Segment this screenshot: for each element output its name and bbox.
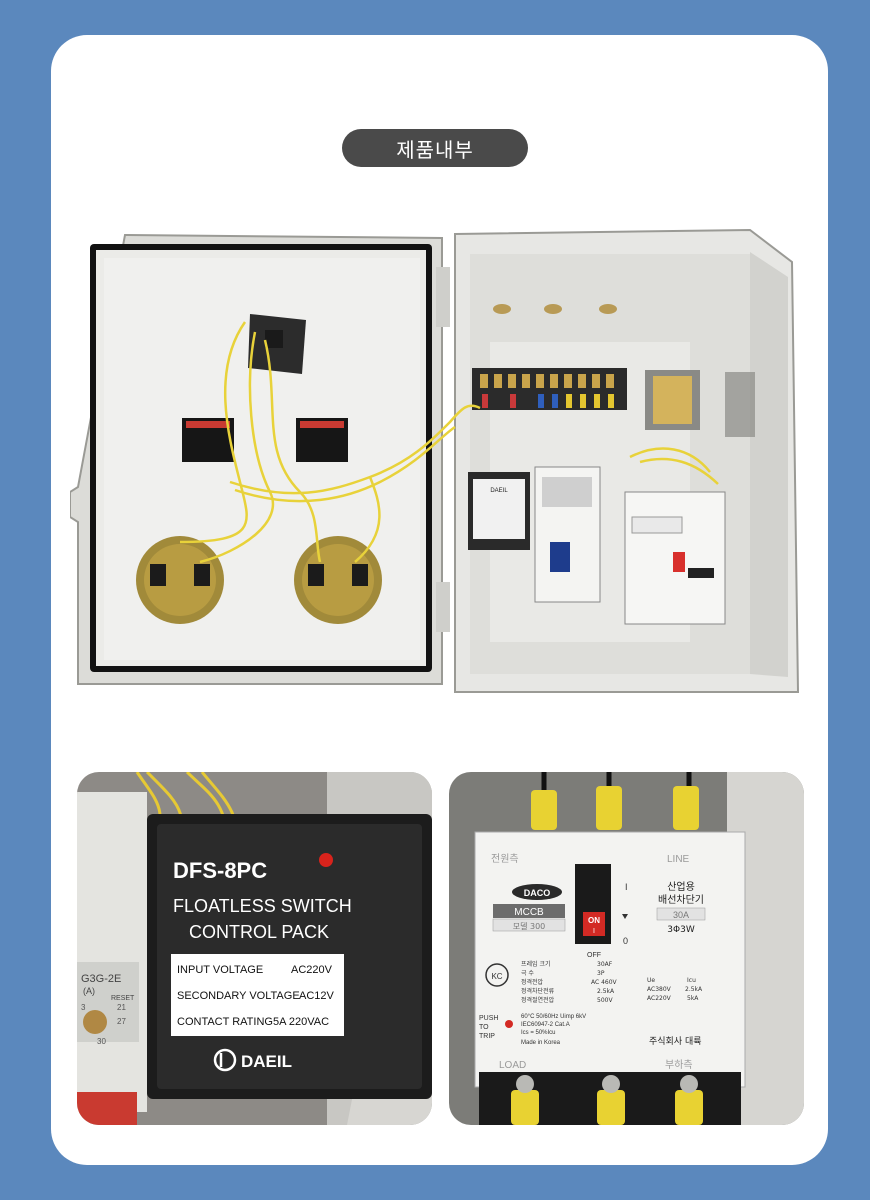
mccb-breaker bbox=[624, 491, 726, 625]
daeil-logo-icon bbox=[213, 1048, 237, 1072]
mccb-closeup-photo: 전원측 LINE DACO MCCB 모델 300 ON I I 0 OFF 산… bbox=[449, 772, 804, 1125]
kr-title-2: 배선차단기 bbox=[658, 894, 704, 906]
svg-text:KC: KC bbox=[491, 972, 502, 981]
ue-row-1: AC220V bbox=[647, 995, 672, 1002]
rating-phase: 3Φ3W bbox=[667, 925, 695, 935]
type-label: MCCB bbox=[514, 907, 544, 918]
trip-label: TRIP bbox=[479, 1033, 495, 1040]
maker-label: 주식회사 대륙 bbox=[649, 1036, 702, 1047]
relay-closeup-photo: G3G-2E (A) RESET 21 27 30 3 DFS-8PC FLOA… bbox=[77, 772, 432, 1125]
mark-o: 0 bbox=[623, 936, 628, 946]
std-line-1: 60°C 50/60Hz Uimp 6kV bbox=[521, 1014, 586, 1020]
to-label: TO bbox=[479, 1024, 489, 1031]
spec-value-0: AC220V bbox=[291, 964, 333, 976]
side-n30: 30 bbox=[97, 1037, 106, 1046]
rating-a: 30A bbox=[673, 910, 689, 920]
kc-cert-icon: KC bbox=[485, 963, 509, 987]
icu-row-0: 2.5kA bbox=[685, 986, 703, 993]
spec-k-0: 프레임 크기 bbox=[521, 960, 551, 968]
magnetic-contactor bbox=[534, 466, 601, 603]
side-n21: 21 bbox=[117, 1003, 126, 1012]
mark-i: I bbox=[625, 882, 628, 892]
top-right-label: LINE bbox=[667, 854, 690, 865]
spec-label-1: SECONDARY VOLTAGE bbox=[177, 990, 300, 1002]
icu-label: Icu bbox=[687, 977, 696, 984]
bottom-right-label: 부하측 bbox=[665, 1058, 693, 1071]
made-in: Made in Korea bbox=[521, 1040, 561, 1046]
kr-title-1: 산업용 bbox=[667, 880, 695, 893]
ue-label: Ue bbox=[647, 977, 655, 984]
pilot-lamp-left bbox=[182, 418, 234, 462]
relay-brand-small: DAEIL bbox=[490, 488, 508, 494]
spec-v-3: 2.5kA bbox=[597, 988, 615, 995]
brand-badge: DACO bbox=[524, 888, 551, 898]
std-line-3: Ics = 50%Icu bbox=[521, 1030, 556, 1036]
spec-k-1: 극 수 bbox=[521, 970, 534, 977]
bell-left bbox=[136, 536, 224, 624]
mark-off: OFF bbox=[587, 952, 601, 959]
ue-row-0: AC380V bbox=[647, 986, 672, 993]
switch-label: ON bbox=[588, 916, 600, 925]
relay-title-line1: FLOATLESS SWITCH bbox=[173, 896, 352, 916]
terminal-block bbox=[472, 368, 627, 410]
relay-brand: DAEIL bbox=[241, 1052, 292, 1071]
spec-k-2: 정격전압 bbox=[521, 978, 544, 986]
relay-model: DFS-8PC bbox=[173, 858, 267, 883]
spec-value-2: 5A 220VAC bbox=[273, 1016, 329, 1028]
top-left-label: 전원측 bbox=[491, 853, 519, 865]
std-line-2: IEC60947-2 Cat.A bbox=[521, 1022, 570, 1028]
pilot-lamp-right bbox=[296, 418, 348, 462]
type-sub: 모델 300 bbox=[513, 922, 546, 931]
wiring bbox=[179, 321, 719, 564]
side-label-mid: (A) bbox=[83, 986, 95, 996]
spec-v-1: 3P bbox=[597, 970, 605, 977]
spec-v-4: 500V bbox=[597, 997, 613, 1004]
spec-v-2: AC 460V bbox=[591, 979, 618, 986]
spec-label-0: INPUT VOLTAGE bbox=[177, 964, 263, 976]
spec-v-0: 30AF bbox=[597, 961, 613, 968]
section-label: 제품내부 bbox=[396, 137, 474, 162]
side-label-top: G3G-2E bbox=[81, 973, 121, 985]
enclosure-door bbox=[70, 233, 443, 685]
side-n3: 3 bbox=[81, 1003, 86, 1012]
section-label-pill: 제품내부 bbox=[342, 129, 528, 167]
switch-sub: I bbox=[593, 928, 595, 935]
relay-title-line2: CONTROL PACK bbox=[189, 922, 329, 942]
spec-value-1: AC12V bbox=[299, 990, 335, 1002]
side-n27: 27 bbox=[117, 1017, 126, 1026]
selector-switch bbox=[248, 314, 306, 374]
side-label-reset: RESET bbox=[111, 995, 135, 1002]
spec-k-3: 정격차단전류 bbox=[521, 987, 555, 995]
transformer bbox=[645, 370, 755, 437]
spec-k-4: 정격절연전압 bbox=[521, 996, 555, 1004]
floatless-relay: DAEIL bbox=[468, 472, 530, 550]
bottom-left-label: LOAD bbox=[499, 1060, 526, 1071]
spec-label-2: CONTACT RATING bbox=[177, 1016, 273, 1028]
icu-row-1: 5kA bbox=[687, 995, 699, 1002]
push-label: PUSH bbox=[479, 1015, 498, 1022]
trip-button-icon bbox=[505, 1020, 513, 1028]
enclosure-interior-photo: DAEIL bbox=[70, 222, 810, 702]
